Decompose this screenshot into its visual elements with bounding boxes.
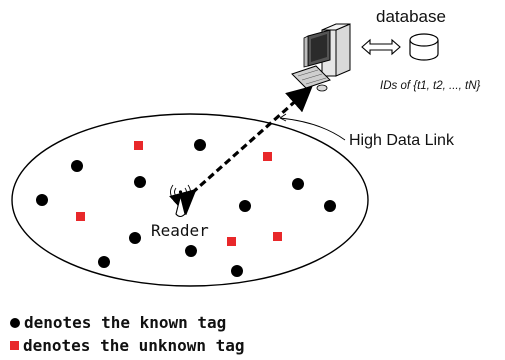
unknown-tag (227, 237, 236, 246)
unknown-tag (134, 141, 143, 150)
known-tag (292, 178, 304, 190)
known-tag (231, 265, 243, 277)
high-data-link-arrow (169, 85, 313, 216)
database-icon (409, 33, 439, 61)
legend-known: denotes the known tag (10, 313, 226, 332)
known-tag (134, 176, 146, 188)
known-tags (36, 139, 336, 277)
reader-field-ellipse (11, 113, 369, 287)
known-tag (129, 232, 141, 244)
known-tag (324, 200, 336, 212)
known-tag (239, 200, 251, 212)
database-label: database (376, 7, 446, 26)
known-tag (71, 160, 83, 172)
ids-label: IDs of {t1, t2, ..., tN} (380, 80, 481, 92)
unknown-tags (76, 141, 282, 246)
legend-unknown-text: denotes the unknown tag (23, 336, 245, 355)
computer-icon (291, 23, 351, 92)
known-tag-legend-marker (10, 317, 20, 328)
known-tag (194, 139, 206, 151)
link-pointer-line (279, 117, 346, 141)
unknown-tag (273, 232, 282, 241)
unknown-tag-legend-marker (10, 341, 19, 350)
double-arrow-icon (361, 38, 401, 56)
legend-unknown: denotes the unknown tag (10, 336, 245, 355)
known-tag (98, 256, 110, 268)
antenna-icon (170, 184, 191, 218)
high-data-link-label: High Data Link (349, 132, 455, 149)
unknown-tag (263, 152, 272, 161)
known-tag (36, 194, 48, 206)
legend-known-text: denotes the known tag (24, 313, 227, 332)
unknown-tag (76, 212, 85, 221)
reader-label: Reader (151, 221, 209, 240)
known-tag (185, 245, 197, 257)
